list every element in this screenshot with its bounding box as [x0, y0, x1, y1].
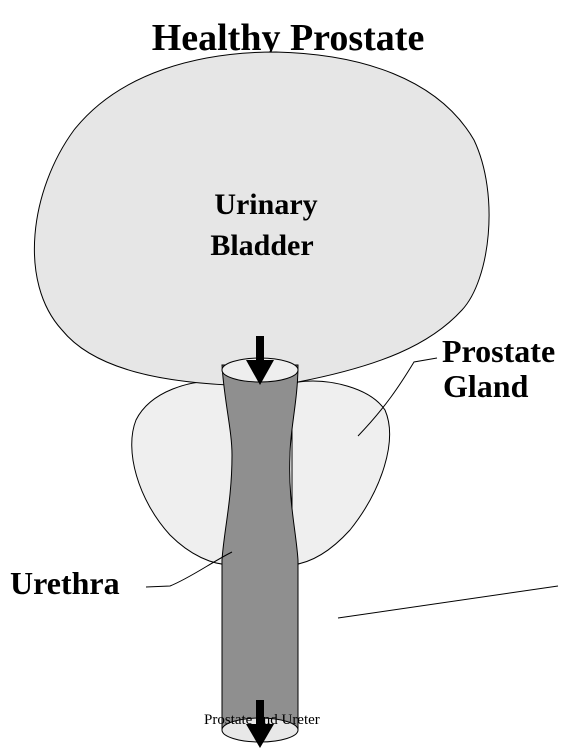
urethra-tube: [222, 365, 298, 730]
label-urinary: Urinary: [214, 188, 317, 221]
stray-line: [338, 586, 558, 618]
prostate-left-lobe: [132, 381, 232, 565]
label-footer: Prostate and Ureter: [204, 712, 320, 728]
label-urethra: Urethra: [10, 565, 120, 601]
label-prostate: Prostate: [442, 333, 555, 369]
prostate-right-lobe: [292, 381, 390, 565]
label-bladder: Bladder: [210, 229, 313, 262]
label-gland: Gland: [443, 368, 529, 404]
